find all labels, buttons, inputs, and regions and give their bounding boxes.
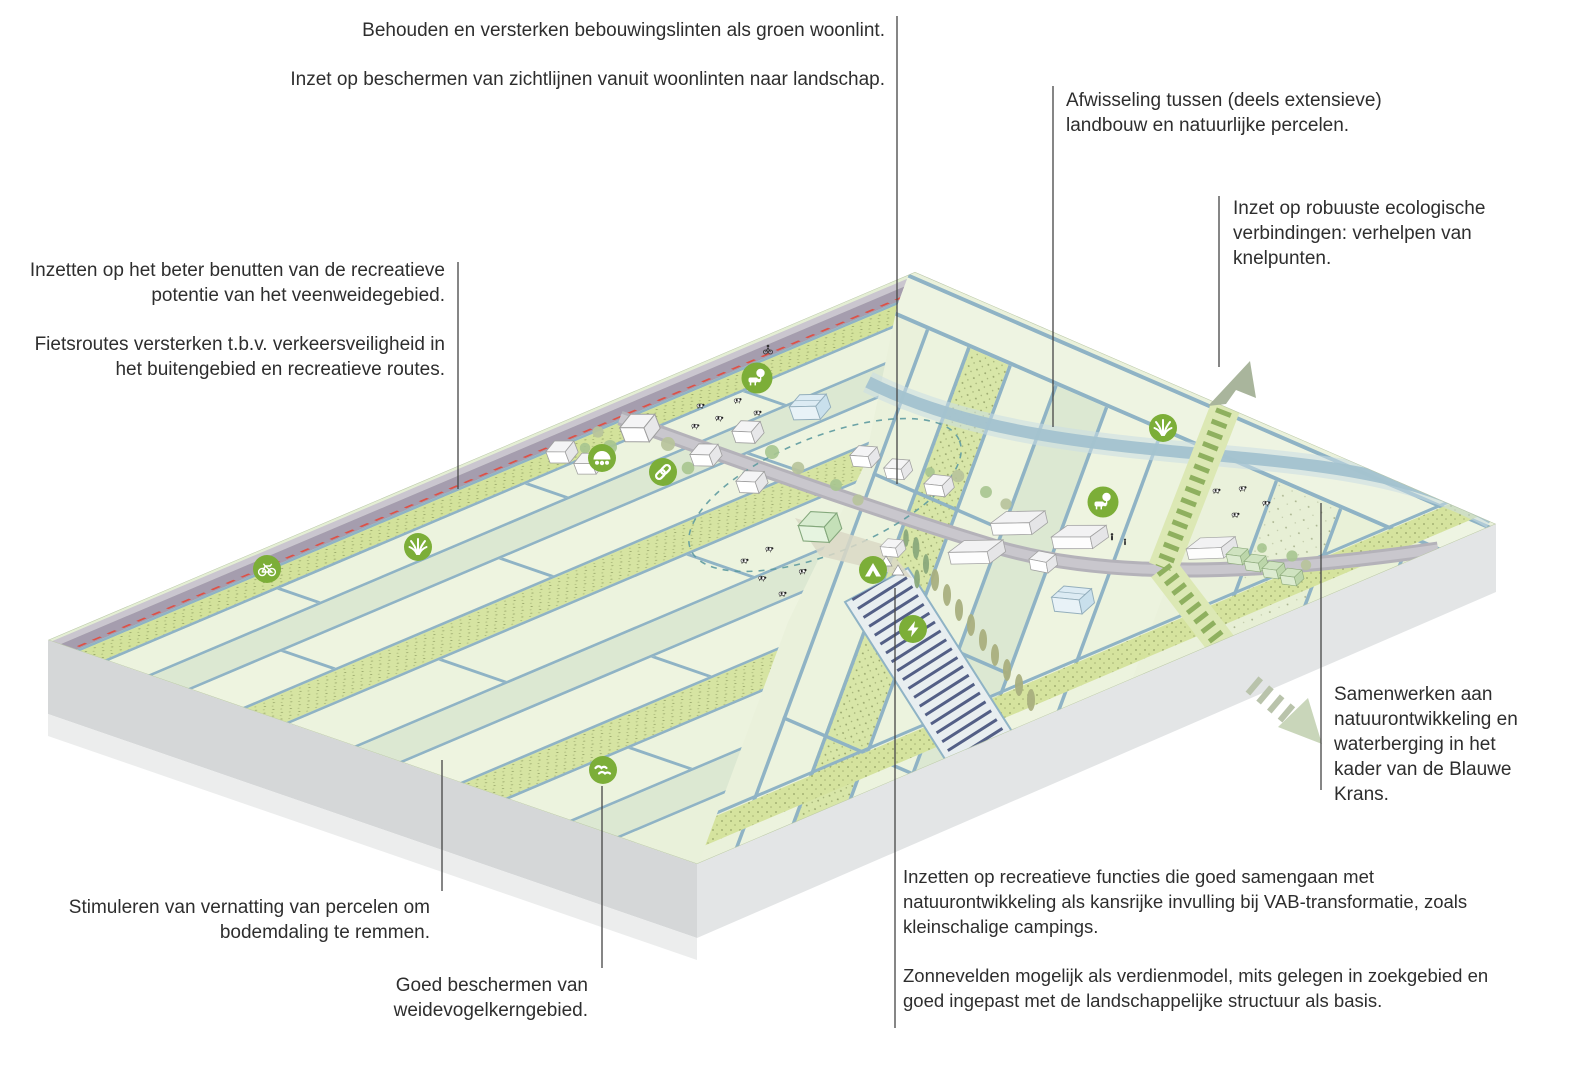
zoekgebied-dashed-outline: [688, 417, 962, 573]
annotation-blauwe-krans: Samenwerken aan natuurontwikkeling en wa…: [1334, 682, 1546, 807]
annotation-text: Inzet op beschermen van zichtlijnen vanu…: [290, 69, 885, 90]
link-icon: [649, 458, 677, 486]
cattle-tree-icon: [741, 362, 773, 394]
annotation-text: Inzetten op het beter benutten van de re…: [29, 260, 445, 306]
leader-lines: [441, 16, 1322, 1028]
cattle-tree-icon-east: [1087, 486, 1119, 518]
meadow-birds-icon: [589, 756, 617, 784]
canopy-stall-icon: [588, 444, 616, 472]
eco-arrow-south: [1278, 698, 1322, 744]
annotation-text: Samenwerken aan natuurontwikkeling en wa…: [1334, 684, 1518, 805]
eco-dashed-tail: [1245, 676, 1303, 729]
annotation-text: Behouden en versterken bebouwingslinten …: [362, 20, 885, 41]
reed-icon-east: [1149, 414, 1177, 442]
icon-layer: [253, 362, 1177, 784]
annotation-text: Inzetten op recreatieve functies die goe…: [903, 866, 1468, 937]
annotation-text: Inzet op robuuste ecologische verbinding…: [1233, 198, 1486, 269]
annotation-vernatting: Stimuleren van vernatting van percelen o…: [60, 895, 430, 945]
cyclist: [763, 344, 773, 355]
annotation-ecologische-verbindingen: Inzet op robuuste ecologische verbinding…: [1233, 196, 1511, 271]
annotation-vab-zonnevelden: Inzetten op recreatieve functies die goe…: [903, 864, 1503, 1013]
annotation-text: Stimuleren van vernatting van percelen o…: [68, 897, 430, 943]
eco-arrow-north: [1208, 361, 1256, 406]
annotation-text: Fietsroutes versterken t.b.v. verkeersve…: [34, 334, 445, 380]
reed-icon: [404, 533, 432, 561]
corridor-arrows: [1208, 361, 1322, 744]
annotation-weidevogel: Goed beschermen van weidevogelkerngebied…: [358, 973, 588, 1023]
tent-icon: [859, 556, 887, 584]
annotation-afwisseling: Afwisseling tussen (deels extensieve) la…: [1066, 88, 1414, 138]
annotation-text: Afwisseling tussen (deels extensieve) la…: [1066, 90, 1382, 136]
annotation-woonlint: Behouden en versterken bebouwingslinten …: [225, 18, 885, 92]
cyclist: [352, 463, 362, 472]
annotation-text: Goed beschermen van weidevogelkerngebied…: [393, 975, 588, 1021]
annotation-text: Zonnevelden mogelijk als verdienmodel, m…: [903, 965, 1489, 1011]
slab-sides: [48, 524, 1496, 960]
lightning-icon: [899, 615, 927, 643]
bicycle-icon: [253, 555, 281, 583]
annotation-recreatie: Inzetten op het beter benutten van de re…: [5, 258, 445, 382]
